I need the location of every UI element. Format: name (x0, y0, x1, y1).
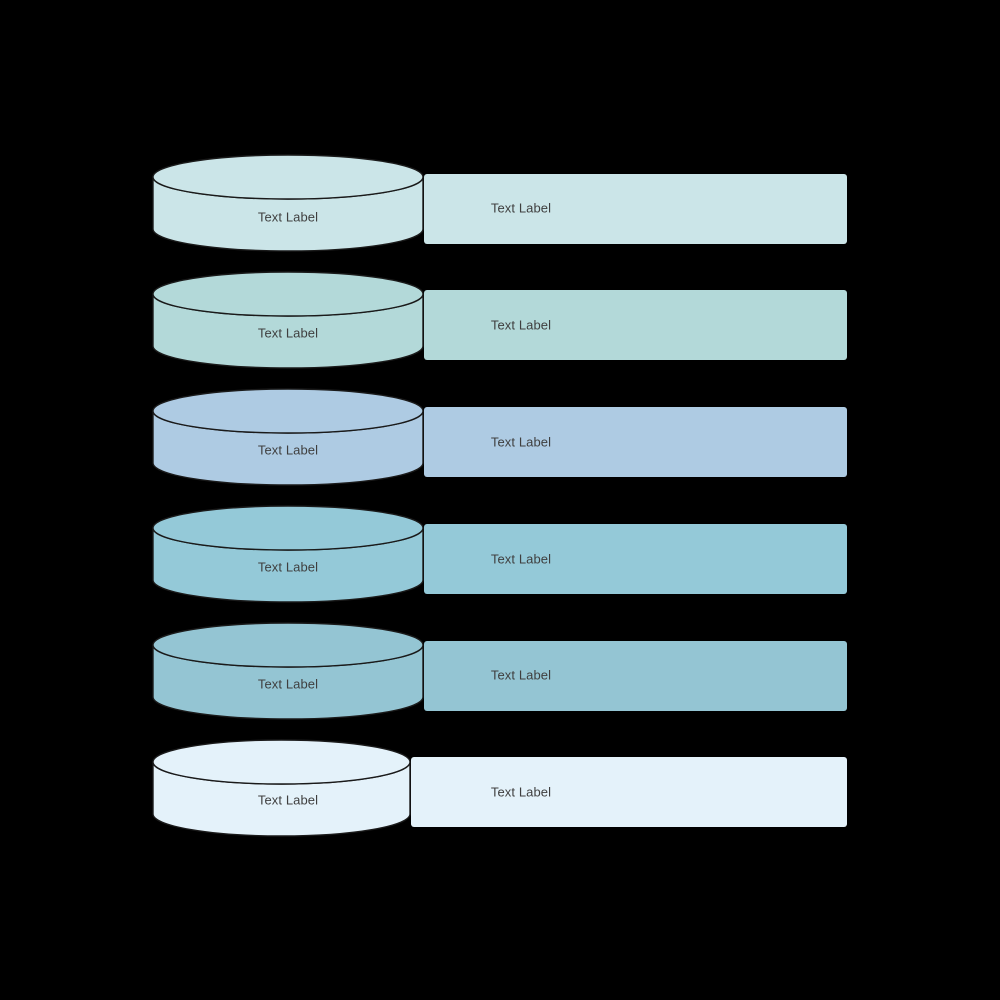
database-cylinder[interactable] (152, 505, 424, 603)
row-bar[interactable] (424, 524, 847, 594)
database-cylinder-label: Text Label (257, 442, 319, 458)
cylinder-top-ellipse (152, 739, 411, 785)
row-bar[interactable] (424, 290, 847, 360)
row-bar-label: Text Label (490, 667, 552, 683)
database-cylinder[interactable] (152, 271, 424, 369)
database-cylinder-label: Text Label (257, 559, 319, 575)
cylinder-top-ellipse (152, 505, 424, 551)
row-bar[interactable] (424, 174, 847, 244)
row-bar-label: Text Label (490, 551, 552, 567)
database-cylinder-label: Text Label (257, 209, 319, 225)
database-cylinder[interactable] (152, 388, 424, 486)
database-cylinder-label: Text Label (257, 792, 319, 808)
row-bar-label: Text Label (490, 200, 552, 216)
database-cylinder[interactable] (152, 739, 411, 837)
cylinder-top-ellipse (152, 622, 424, 668)
row-bar[interactable] (424, 407, 847, 477)
row-bar[interactable] (411, 757, 847, 827)
cylinder-top-ellipse (152, 271, 424, 317)
database-cylinder[interactable] (152, 622, 424, 720)
row-bar[interactable] (424, 641, 847, 711)
cylinder-top-ellipse (152, 388, 424, 434)
database-cylinder-label: Text Label (257, 676, 319, 692)
database-cylinder-label: Text Label (257, 325, 319, 341)
cylinder-top-ellipse (152, 154, 424, 200)
row-bar-label: Text Label (490, 317, 552, 333)
row-bar-label: Text Label (490, 784, 552, 800)
row-bar-label: Text Label (490, 434, 552, 450)
database-cylinder[interactable] (152, 154, 424, 252)
